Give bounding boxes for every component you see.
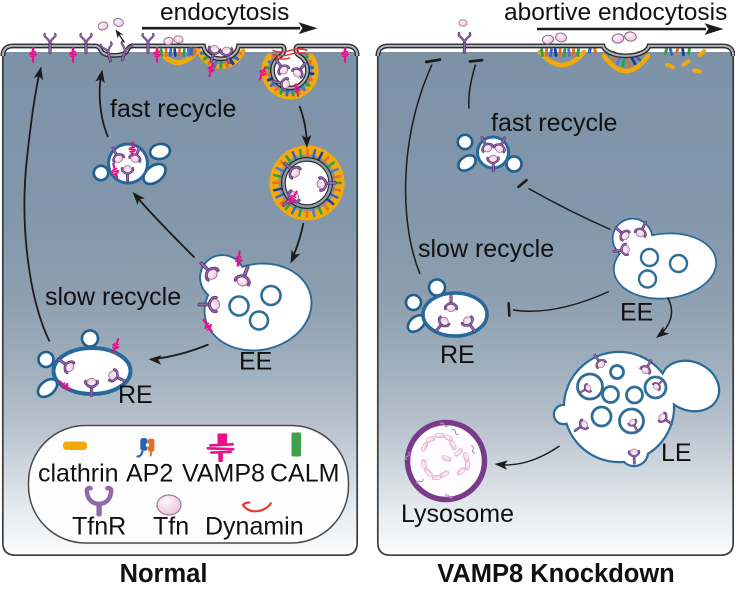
svg-text:fast recycle: fast recycle: [110, 95, 236, 123]
svg-text:TfnR: TfnR: [72, 513, 126, 541]
svg-text:Dynamin: Dynamin: [205, 513, 304, 541]
svg-text:EE: EE: [620, 299, 653, 327]
svg-text:Tfn: Tfn: [153, 513, 189, 541]
svg-text:endocytosis: endocytosis: [160, 0, 289, 26]
svg-text:LE: LE: [661, 439, 692, 467]
svg-text:fast recycle: fast recycle: [491, 109, 617, 137]
svg-text:RE: RE: [118, 381, 153, 409]
svg-text:Lysosome: Lysosome: [401, 500, 514, 528]
svg-text:VAMP8 Knockdown: VAMP8 Knockdown: [437, 560, 675, 588]
svg-text:VAMP8: VAMP8: [182, 460, 265, 488]
svg-text:CALM: CALM: [270, 460, 339, 488]
svg-text:abortive endocytosis: abortive endocytosis: [504, 0, 727, 26]
svg-text:EE: EE: [239, 348, 272, 376]
svg-text:RE: RE: [440, 341, 475, 369]
svg-text:slow recycle: slow recycle: [418, 235, 554, 263]
svg-text:clathrin: clathrin: [38, 460, 119, 488]
svg-text:slow recycle: slow recycle: [45, 283, 181, 311]
svg-text:Normal: Normal: [120, 560, 208, 588]
svg-text:AP2: AP2: [126, 460, 173, 488]
